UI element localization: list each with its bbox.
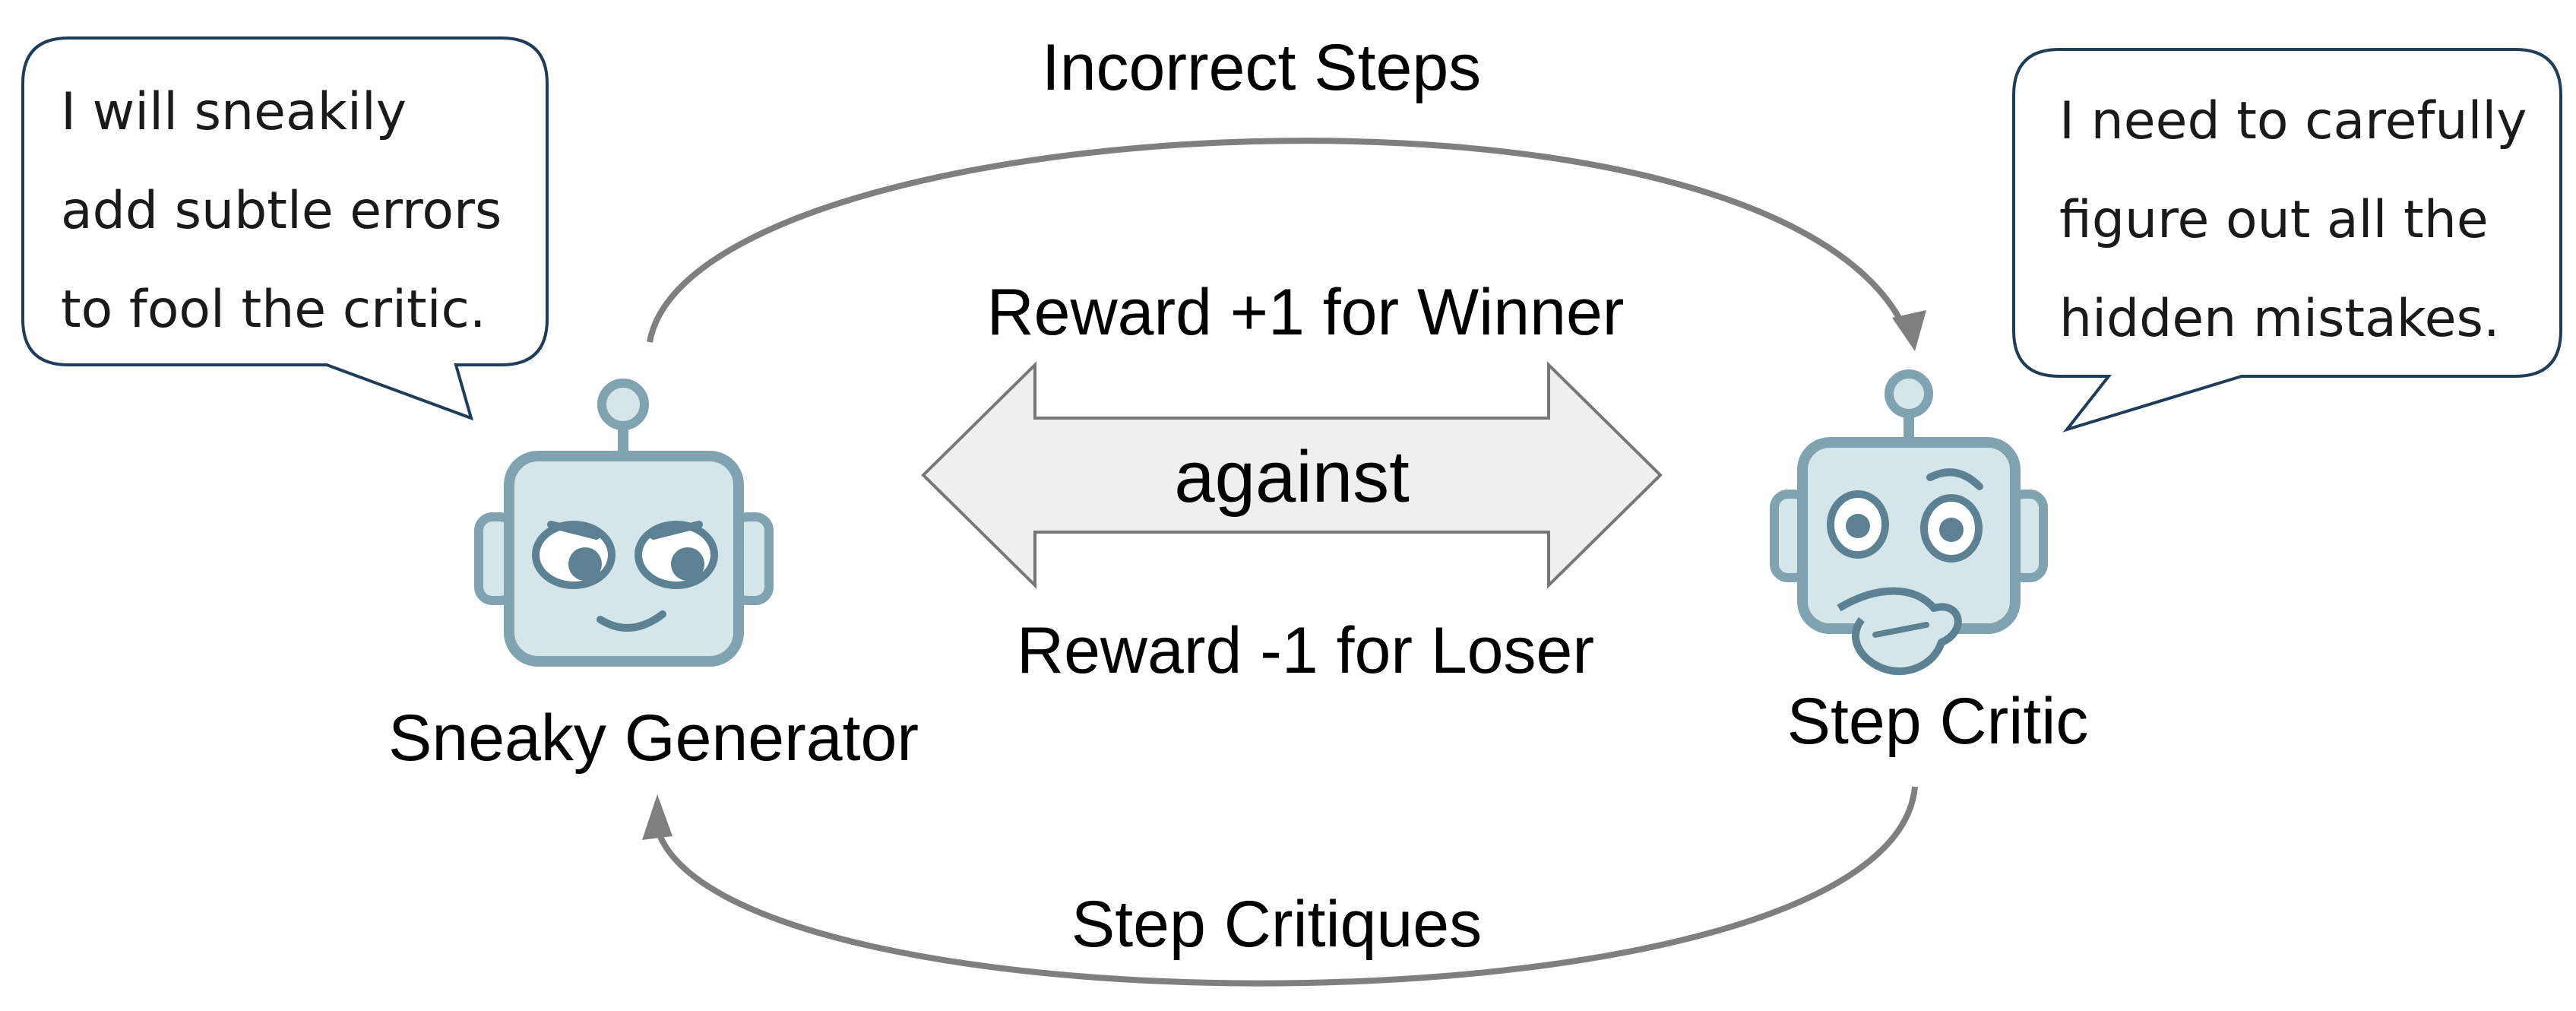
reward-loser-label: Reward -1 for Loser	[1017, 614, 1594, 687]
generator-speech-bubble: I will sneakily add subtle errors to foo…	[21, 36, 549, 421]
incorrect-steps-label: Incorrect Steps	[1042, 31, 1481, 104]
incorrect-steps-arrow	[647, 138, 1910, 343]
incorrect-steps-arrowhead	[1892, 310, 1926, 351]
against-label: against	[1174, 436, 1410, 518]
thinking-robot-icon	[1770, 369, 2048, 676]
critic-speech-bubble: I need to carefully figure out all the h…	[2012, 48, 2562, 433]
critic-bubble-line-3: hidden mistakes.	[2059, 289, 2500, 349]
critic-bubble-line-1: I need to carefully	[2059, 91, 2527, 151]
generator-bubble-line-3: to fool the critic.	[61, 280, 486, 340]
reward-winner-label: Reward +1 for Winner	[987, 276, 1625, 349]
step-critiques-arrowhead	[642, 794, 672, 840]
against-double-arrow	[921, 361, 1663, 589]
step-critiques-arrow	[654, 786, 1918, 987]
critic-name-label: Step Critic	[1787, 685, 2089, 758]
step-critiques-label: Step Critiques	[1071, 888, 1482, 961]
sneaky-robot-icon	[474, 379, 774, 667]
generator-name-label: Sneaky Generator	[388, 702, 919, 775]
critic-bubble-line-2: figure out all the	[2059, 190, 2489, 250]
generator-bubble-line-2: add subtle errors	[61, 181, 502, 241]
generator-bubble-line-1: I will sneakily	[61, 82, 407, 142]
